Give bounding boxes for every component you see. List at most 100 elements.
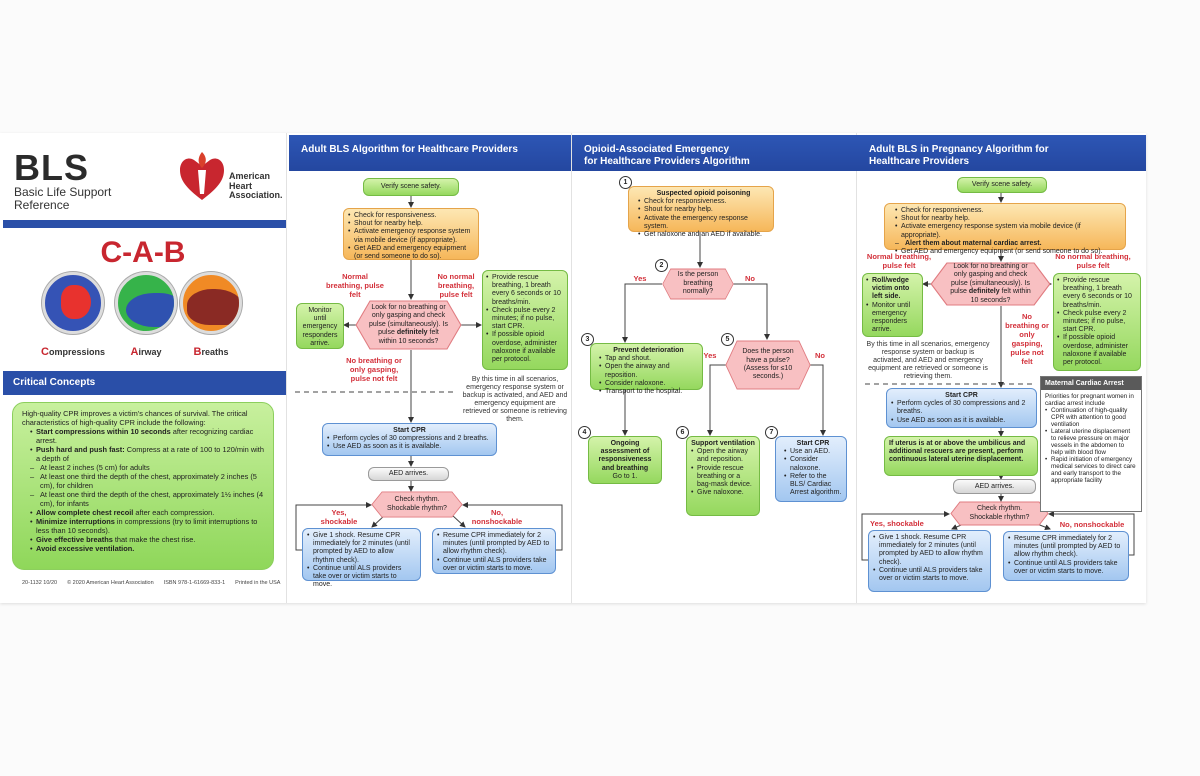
bullet-list: Continuation of high-quality CPR with at…	[1045, 407, 1137, 484]
list-item: Get naloxone and an AED if available.	[638, 231, 769, 239]
breaths-icon	[180, 272, 242, 334]
step-airway: Airway	[130, 346, 162, 358]
list-item: At least 2 inches (5 cm) for adults	[30, 463, 264, 472]
no-nonshockable-label: No, nonshockable	[1059, 520, 1125, 529]
list-item: Monitor until emergency responders arriv…	[866, 302, 919, 335]
start-cpr-box: Start CPRUse an AED.Consider naloxone.Re…	[775, 436, 847, 502]
list-item: Shout for nearby help.	[638, 206, 769, 214]
panel-divider	[571, 133, 572, 603]
list-item: At least one third the depth of the ches…	[30, 490, 264, 508]
list-item: Provide rescue breathing or a bag-mask d…	[691, 465, 755, 490]
list-item: Minimize interruptions in compressions (…	[30, 517, 264, 535]
aha-heart-torch-logo	[180, 150, 224, 207]
step-number: 1	[619, 176, 632, 189]
pulse-check-decision: Look for no breathing or only gasping an…	[355, 300, 462, 350]
list-item: Alert them about maternal cardiac arrest…	[895, 240, 1121, 248]
list-item: If possible opioid overdose, administer …	[486, 331, 564, 364]
critical-concepts-header: Critical Concepts	[3, 371, 286, 395]
org-line: American	[229, 171, 271, 181]
normal-breathing-label: Normal breathing, pulse felt	[866, 252, 932, 270]
step-number: 4	[578, 426, 591, 439]
shock-box: Give 1 shock. Resume CPR immediately for…	[302, 528, 421, 588]
no-normal-breathing-label: No normal breathing, pulse felt	[1055, 252, 1131, 270]
uterine-displacement-box: If uterus is at or above the umbilicus a…	[884, 436, 1038, 476]
step-number: 3	[581, 333, 594, 346]
list-item: Check pulse every 2 minutes; if no pulse…	[1057, 310, 1137, 335]
pulse-check-decision: Look for no breathing or only gasping an…	[930, 262, 1051, 306]
adult-bls-header: Adult BLS Algorithm for Healthcare Provi…	[289, 135, 571, 171]
list-item: Give effective breaths that make the che…	[30, 535, 264, 544]
step-number: 5	[721, 333, 734, 346]
shock-box: Give 1 shock. Resume CPR immediately for…	[868, 530, 991, 592]
aha-wordmark: American Heart Association.	[229, 171, 283, 201]
bullet-list: Provide rescue breathing, 1 breath every…	[486, 274, 564, 364]
list-item: Give 1 shock. Resume CPR immediately for…	[873, 534, 986, 567]
maternal-cardiac-arrest-panel: Maternal Cardiac Arrest Priorities for p…	[1040, 376, 1142, 512]
bullet-list: Check for responsiveness.Shout for nearb…	[895, 207, 1121, 256]
org-line: Heart	[229, 180, 253, 191]
shockable-rhythm-decision: Check rhythm. Shockable rhythm?	[950, 501, 1049, 526]
list-item: Get AED and emergency equipment (or send…	[895, 248, 1121, 256]
bullet-list: Give 1 shock. Resume CPR immediately for…	[307, 532, 416, 589]
nonshock-box: Resume CPR immediately for 2 minutes (un…	[432, 528, 556, 574]
list-item: Check for responsiveness.	[638, 198, 769, 206]
compressions-icon	[42, 272, 104, 334]
aed-arrives-box: AED arrives.	[368, 467, 449, 481]
normal-breathing-label: Normal breathing, pulse felt	[326, 272, 384, 299]
list-item: Open the airway and reposition.	[599, 363, 698, 379]
rescue-breathing-box: Provide rescue breathing, 1 breath every…	[1053, 273, 1141, 371]
subtitle-line: Basic Life Support	[14, 185, 112, 199]
bullet-list: Resume CPR immediately for 2 minutes (un…	[437, 532, 551, 573]
list-item: Refer to the BLS/ Cardiac Arrest algorit…	[784, 473, 842, 498]
yes-shockable-label: Yes, shockable	[320, 508, 358, 526]
copyright: © 2020 American Heart Association	[67, 580, 154, 586]
list-item: Activate the emergency response system.	[638, 215, 769, 231]
monitor-box: Monitor until emergency responders arriv…	[296, 303, 344, 349]
list-item: Check for responsiveness.	[348, 212, 474, 220]
list-item: Continuation of high-quality CPR with at…	[1045, 407, 1137, 428]
no-label: No	[815, 351, 825, 360]
scenario-note: By this time in all scenarios, emergency…	[462, 376, 568, 423]
step-compressions: Compressions	[41, 346, 105, 358]
maternal-content: Priorities for pregnant women in cardiac…	[1041, 390, 1141, 487]
intro-text: High-quality CPR improves a victim's cha…	[22, 409, 248, 427]
blue-divider	[3, 220, 286, 228]
ongoing-assessment-box: Ongoing assessment of responsiveness and…	[588, 436, 662, 484]
no-normal-breathing-label: No normal breathing, pulse felt	[437, 272, 475, 299]
critical-concepts-box: High-quality CPR improves a victim's cha…	[12, 402, 274, 570]
support-ventilation-box: Support ventilationOpen the airway and r…	[686, 436, 760, 516]
org-line: Association.	[229, 190, 283, 200]
list-item: Avoid excessive ventilation.	[30, 544, 264, 553]
list-item: Continue until ALS providers take over o…	[437, 557, 551, 573]
isbn: ISBN 978-1-61669-833-1	[163, 580, 226, 586]
list-item: Give 1 shock. Resume CPR immediately for…	[307, 532, 416, 565]
list-item: Use an AED.	[784, 448, 842, 456]
verify-scene-box: Verify scene safety.	[957, 177, 1047, 193]
bullet-list: Give 1 shock. Resume CPR immediately for…	[873, 534, 986, 583]
step-number: 7	[765, 426, 778, 439]
bullet-list: Resume CPR immediately for 2 minutes (un…	[1008, 535, 1124, 576]
list-item: Lateral uterine displacement to relieve …	[1045, 428, 1137, 456]
list-item: Resume CPR immediately for 2 minutes (un…	[437, 532, 551, 557]
list-item: Give naloxone.	[691, 489, 755, 497]
scenario-note: By this time in all scenarios, emergency…	[866, 341, 990, 380]
list-item: Consider naloxone.	[599, 380, 698, 388]
list-item: Rapid initiation of emergency medical se…	[1045, 456, 1137, 484]
pulse-decision: Does the person have a pulse? (Assess fo…	[725, 340, 811, 390]
list-item: At least one third the depth of the ches…	[30, 472, 264, 490]
yes-label: Yes	[703, 351, 717, 360]
list-item: Tap and shout.	[599, 355, 698, 363]
list-item: Resume CPR immediately for 2 minutes (un…	[1008, 535, 1124, 560]
list-item: Get AED and emergency equipment (or send…	[348, 245, 474, 261]
list-item: Activate emergency response system via m…	[348, 228, 474, 244]
bullet-list: Use an AED.Consider naloxone.Refer to th…	[784, 448, 842, 497]
list-item: Roll/wedge victim onto left side.	[866, 277, 919, 302]
list-item: Shout for nearby help.	[895, 215, 1121, 223]
maternal-title: Maternal Cardiac Arrest	[1041, 377, 1141, 390]
prevent-deterioration-box: Prevent deteriorationTap and shout.Open …	[590, 343, 703, 396]
list-item: Perform cycles of 30 compressions and 2 …	[327, 435, 492, 443]
step-number: 2	[655, 259, 668, 272]
yes-label: Yes	[633, 274, 647, 283]
footer: 20-1132 10/20 © 2020 American Heart Asso…	[22, 580, 280, 586]
